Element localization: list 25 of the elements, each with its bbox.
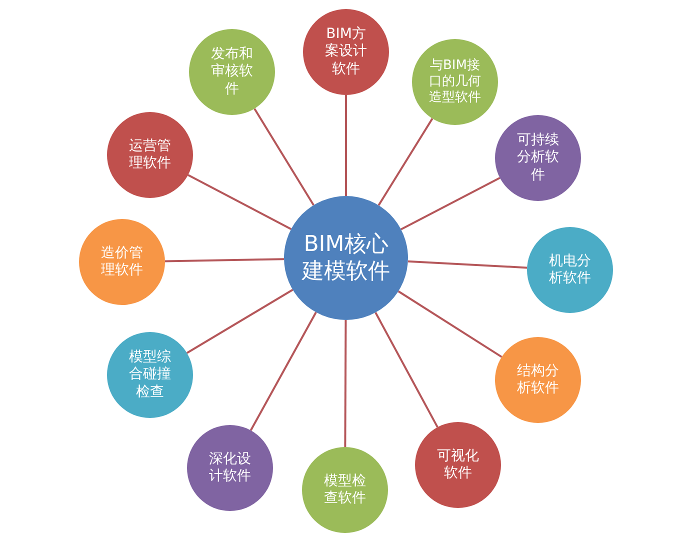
connector-line [254, 108, 314, 206]
node-label: 与BIM接口的几何造型软件 [428, 58, 482, 106]
node-label: 可持续分析软件 [516, 132, 560, 184]
node-label: 造价管理软件 [100, 244, 144, 280]
connector-line [164, 258, 284, 262]
connector-line [408, 260, 528, 269]
node-label: 运营管理软件 [128, 138, 172, 172]
node-label: 深化设计软件 [208, 450, 252, 486]
node-label: 发布和审核软件 [210, 46, 254, 98]
connector-line [186, 288, 294, 354]
connector-line [188, 174, 292, 230]
connector-line [345, 95, 347, 196]
connector-line [344, 320, 347, 447]
connector-line [400, 176, 500, 230]
node-label: BIM方案设计软件 [324, 26, 368, 78]
node-label: 可视化软件 [436, 448, 480, 482]
node-label: 模型综合碰撞检查 [128, 348, 172, 402]
node-label: BIM核心建模软件 [302, 230, 390, 286]
connector-line [398, 290, 502, 358]
connector-line [374, 312, 438, 428]
connector-line [250, 312, 317, 431]
node-label: 结构分析软件 [516, 362, 560, 398]
node-label: 机电分析软件 [548, 252, 592, 288]
node-label: 模型检查软件 [323, 472, 367, 508]
connector-line [378, 118, 434, 206]
